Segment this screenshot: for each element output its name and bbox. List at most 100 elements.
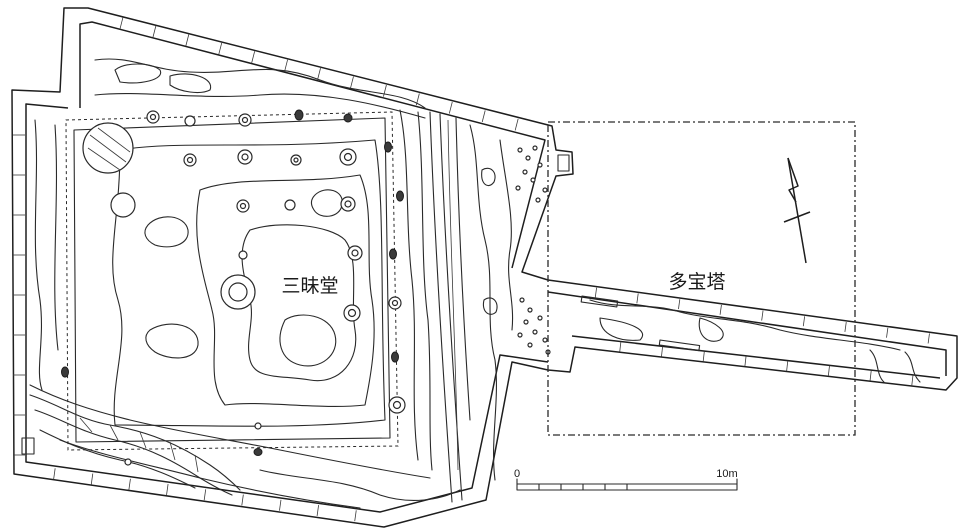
strip-feature xyxy=(658,339,701,352)
stream-hatch xyxy=(79,417,199,473)
wall-tick xyxy=(448,101,453,114)
dark-stone xyxy=(61,109,404,456)
pebble xyxy=(522,169,528,175)
wall-tick xyxy=(636,293,639,304)
wall-tick xyxy=(218,42,223,55)
contour xyxy=(34,119,43,391)
tahoto-label: 多宝塔 xyxy=(668,271,725,293)
post-holes xyxy=(61,109,551,466)
pebble xyxy=(537,162,543,168)
contour xyxy=(499,139,514,331)
hall-edge xyxy=(73,117,391,443)
stone-base xyxy=(110,192,136,218)
contour xyxy=(59,439,361,509)
contour xyxy=(112,139,386,427)
stream-line xyxy=(39,429,196,489)
scale-start-label: 0 xyxy=(514,468,520,480)
contour xyxy=(29,384,431,479)
wall-tick xyxy=(514,118,519,131)
wall-tick xyxy=(786,360,789,371)
pebble xyxy=(542,337,548,343)
ditch-line xyxy=(429,111,453,503)
wall-tick xyxy=(317,68,321,80)
contour xyxy=(482,297,498,315)
wall-ticks xyxy=(13,17,930,522)
wall-tick xyxy=(284,59,288,72)
inner-wall-left xyxy=(25,103,549,513)
pebble xyxy=(527,307,533,313)
wall-tick xyxy=(185,34,190,47)
wall-tick xyxy=(844,321,847,333)
ditch-line xyxy=(439,113,463,501)
stream-features xyxy=(29,394,241,496)
contour xyxy=(114,63,162,84)
contour xyxy=(94,93,426,119)
pebble xyxy=(532,329,538,335)
contours xyxy=(29,58,921,509)
wall-tick xyxy=(166,484,169,496)
wall-tick xyxy=(119,17,124,30)
contour xyxy=(196,174,375,407)
wall-tick xyxy=(354,510,357,522)
contour xyxy=(145,323,199,359)
contour xyxy=(599,317,643,341)
trench-strip-inner xyxy=(547,291,947,379)
wall-tick xyxy=(481,110,486,123)
wall-tick xyxy=(744,356,747,367)
contour xyxy=(698,317,724,342)
wall-tick xyxy=(350,76,354,89)
large-stone-base xyxy=(82,122,134,174)
pebble xyxy=(535,197,541,203)
wall-tick xyxy=(279,499,282,511)
outer-wall xyxy=(11,7,958,528)
pebble xyxy=(517,332,523,338)
pebble xyxy=(515,185,521,191)
pebble xyxy=(519,297,525,303)
post-hole-ring xyxy=(124,110,406,466)
pebble xyxy=(532,145,538,151)
hall-dashed-edge xyxy=(65,111,399,451)
wall-tick xyxy=(719,304,722,315)
pebble xyxy=(523,319,529,325)
hall-footprint xyxy=(65,111,399,451)
wall-tick xyxy=(702,351,705,362)
pebble xyxy=(537,315,543,321)
wall-tick xyxy=(886,327,889,338)
notch-block xyxy=(557,154,570,172)
wall-tick xyxy=(241,494,244,506)
ditch-line xyxy=(447,119,459,471)
wall-tick xyxy=(927,333,930,344)
pebble-cluster xyxy=(515,145,551,355)
scale-bar: 0 10m xyxy=(514,468,738,491)
wall-tick xyxy=(128,478,131,490)
excavation-boundary xyxy=(11,7,958,528)
wall-tick xyxy=(203,489,207,501)
stone-base xyxy=(220,274,256,310)
tahoto-footprint xyxy=(547,121,856,436)
pebble xyxy=(530,177,536,183)
wall-tick xyxy=(152,25,157,38)
wall-tick xyxy=(869,370,872,381)
pebble xyxy=(517,147,523,153)
pebble xyxy=(525,155,531,161)
contour xyxy=(399,109,419,461)
contour xyxy=(169,73,212,94)
north-arrow-icon xyxy=(783,157,811,264)
contour xyxy=(144,216,189,248)
contour xyxy=(279,314,337,367)
wall-tick xyxy=(316,505,320,517)
contour xyxy=(904,351,921,383)
wall-tick xyxy=(90,473,94,485)
ditch xyxy=(429,111,471,503)
pebble xyxy=(527,342,533,348)
contour xyxy=(869,349,886,384)
contour xyxy=(481,167,496,187)
wall-tick xyxy=(761,310,764,321)
wall-tick xyxy=(827,365,830,376)
wall-tick xyxy=(678,299,681,310)
contour xyxy=(589,299,901,351)
strip-feature xyxy=(580,295,619,308)
inner-wall-top xyxy=(79,21,546,269)
stream-line xyxy=(34,409,233,496)
wall-tick xyxy=(661,346,663,357)
